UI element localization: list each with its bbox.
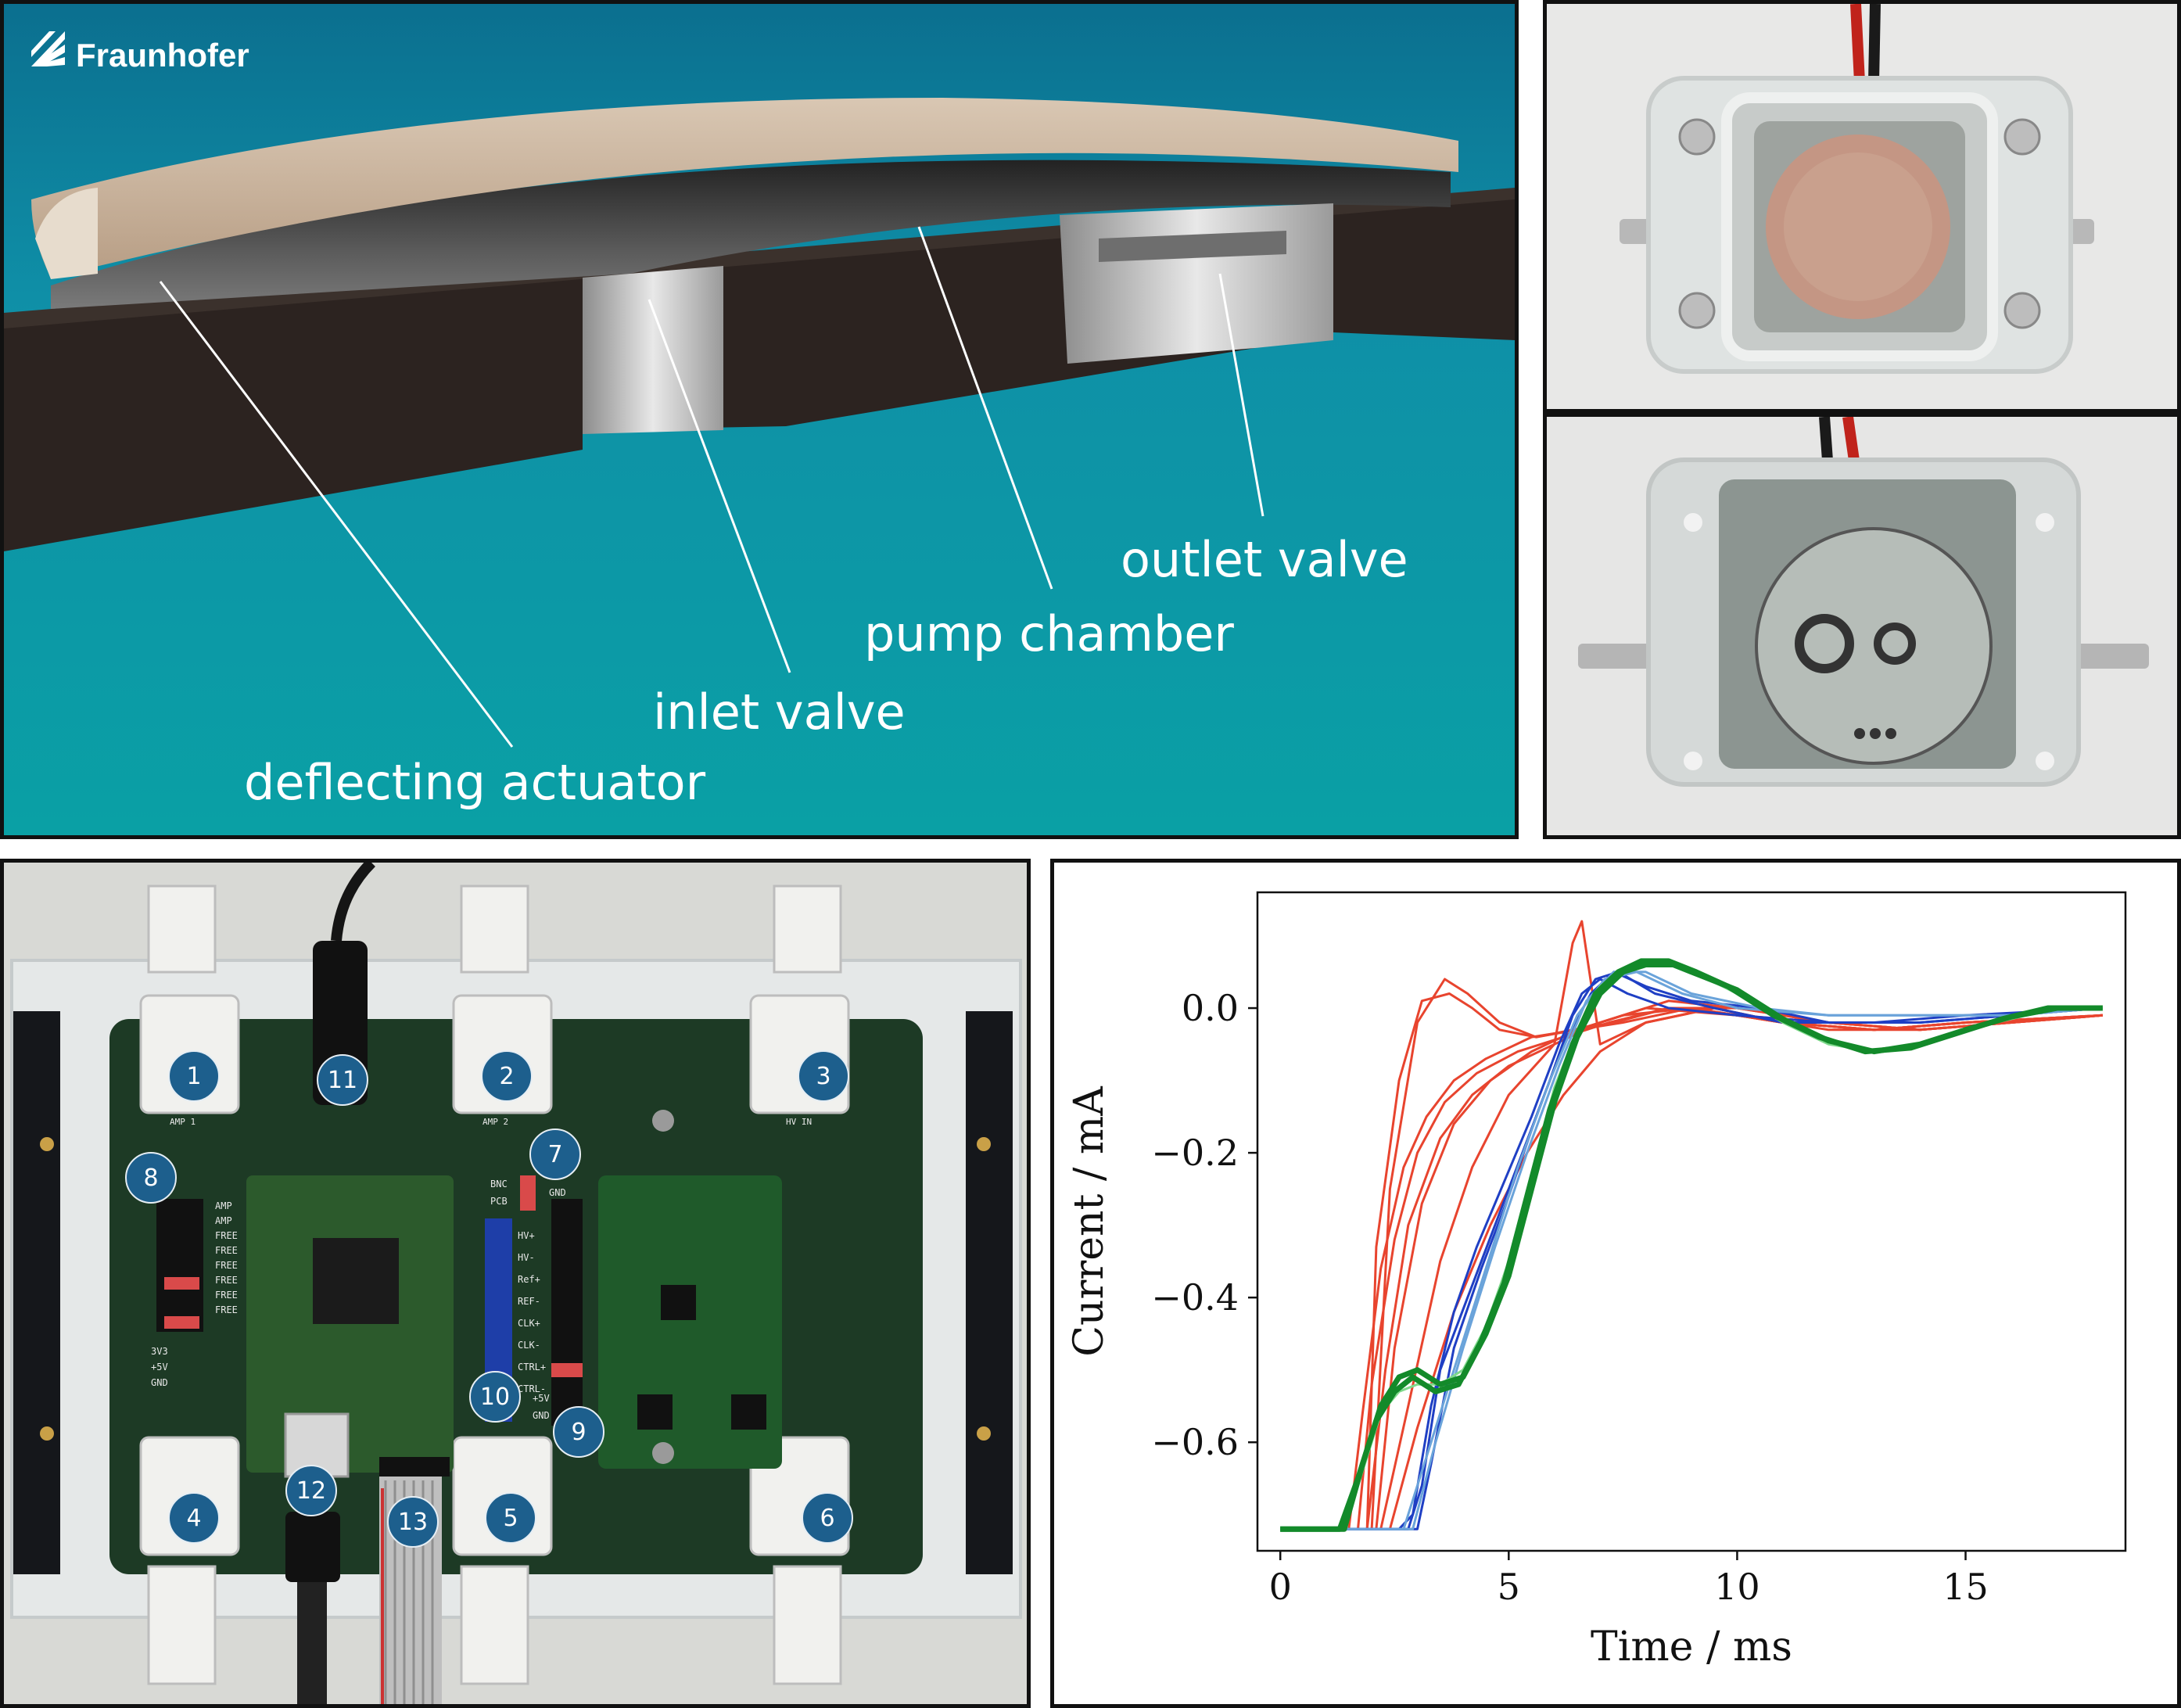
badge-2: 2 — [481, 1050, 533, 1102]
badge-5: 5 — [485, 1492, 536, 1544]
silk-text: +5V — [533, 1393, 550, 1404]
inlet-valve-label: inlet valve — [653, 684, 906, 741]
silk-text: HV+ — [518, 1230, 535, 1241]
tick-layer: 0 5 10 15 0.0 −0.2 −0.4 −0.6 — [1151, 987, 1989, 1608]
silk-right-header: HV+ HV- Ref+ REF- CLK+ CLK- CTRL+ CTRL- — [518, 1225, 546, 1400]
badge-3: 3 — [798, 1050, 849, 1102]
brand-label: Fraunhofer — [76, 37, 249, 74]
series-layer — [1280, 920, 2103, 1532]
silk-text: FREE — [215, 1230, 238, 1241]
current-chart-panel: 0 5 10 15 0.0 −0.2 −0.4 −0.6 Time / ms Current … — [1050, 859, 2181, 1708]
plot-area-frame — [1256, 891, 2127, 1552]
badge-6: 6 — [802, 1492, 853, 1544]
badge-11: 11 — [317, 1054, 368, 1106]
x-tick-label: 5 — [1498, 1566, 1520, 1608]
badge-10: 10 — [469, 1371, 521, 1423]
silk-text: AMP — [215, 1200, 232, 1211]
silk-text: HV- — [518, 1252, 535, 1263]
series-line-blue-9 — [1280, 971, 2103, 1530]
pump-photo-bottom — [1543, 413, 2181, 839]
series-line-red-1 — [1280, 1006, 2103, 1530]
badge-8: 8 — [125, 1152, 177, 1204]
x-axis-label: Time / ms — [1591, 1624, 1792, 1670]
series-line-red-3 — [1280, 1006, 2103, 1530]
pump-photo-top — [1543, 0, 2181, 413]
silk-gnd-top: GND — [549, 1187, 566, 1198]
silk-power-left: 3V3 +5V GND — [151, 1344, 168, 1390]
y-tick-label: −0.4 — [1151, 1276, 1239, 1319]
silk-text: FREE — [215, 1290, 238, 1301]
series-line-lightgreen-13 — [1280, 960, 2103, 1530]
silk-text: FREE — [215, 1275, 238, 1286]
badge-13: 13 — [387, 1496, 439, 1548]
silk-text: CTRL+ — [518, 1362, 547, 1372]
silk-text: FREE — [215, 1260, 238, 1271]
current-vs-time-chart: 0 5 10 15 0.0 −0.2 −0.4 −0.6 Time / ms Current … — [1066, 891, 2127, 1670]
x-tick-label: 10 — [1714, 1566, 1760, 1608]
series-line-red-7 — [1280, 1006, 2103, 1530]
series-line-red-0 — [1280, 999, 2103, 1530]
silk-text: Ref+ — [518, 1274, 540, 1285]
silk-text: CLK+ — [518, 1318, 540, 1329]
silk-text: GND — [533, 1410, 550, 1421]
badge-4: 4 — [168, 1492, 220, 1544]
badge-9: 9 — [553, 1406, 604, 1458]
fraunhofer-logo-icon — [31, 31, 65, 66]
silk-text: CTRL- — [518, 1383, 547, 1394]
silk-text: +5V — [151, 1362, 168, 1372]
series-line-green-15 — [1280, 962, 2103, 1532]
silk-power-right: +5V GND — [533, 1390, 550, 1424]
pump-cross-section-render — [4, 4, 1515, 835]
silk-text: 3V3 — [151, 1346, 168, 1357]
silk-text: PCB — [490, 1196, 508, 1207]
silk-text: CLK- — [518, 1340, 540, 1351]
badge-7: 7 — [529, 1128, 581, 1180]
silk-text: GND — [151, 1377, 168, 1388]
micropump-bottom-photo — [1547, 417, 2177, 835]
pcb-photo — [4, 863, 1027, 1704]
badge-12: 12 — [285, 1465, 337, 1516]
deflecting-actuator-label: deflecting actuator — [244, 754, 706, 811]
micropump-top-photo — [1547, 4, 2177, 409]
silk-amp2: AMP 2 — [482, 1117, 509, 1127]
silk-text: BNC — [490, 1179, 508, 1190]
series-line-red-2 — [1280, 1006, 2103, 1530]
silk-text: AMP — [215, 1215, 232, 1226]
pump-render-panel: Fraunhofer outlet valve pump chamber inl… — [0, 0, 1519, 839]
silk-hv-in: HV IN — [786, 1117, 812, 1127]
x-tick-label: 0 — [1269, 1566, 1292, 1608]
pump-chamber-label: pump chamber — [864, 605, 1234, 662]
y-tick-label: 0.0 — [1182, 987, 1239, 1029]
y-tick-label: −0.2 — [1151, 1132, 1239, 1174]
series-line-green-14 — [1280, 958, 2103, 1532]
silk-jumper: BNC PCB — [490, 1175, 508, 1210]
silk-left-header: AMP AMP FREE FREE FREE FREE FREE FREE — [215, 1199, 238, 1318]
y-axis-label: Current / mA — [1066, 1085, 1113, 1357]
silk-text: FREE — [215, 1245, 238, 1256]
silk-amp1: AMP 1 — [170, 1117, 196, 1127]
outlet-valve-label: outlet valve — [1121, 531, 1408, 588]
silk-text: REF- — [518, 1296, 540, 1307]
badge-1: 1 — [168, 1050, 220, 1102]
silk-text: FREE — [215, 1304, 238, 1315]
y-tick-label: −0.6 — [1151, 1421, 1239, 1463]
x-tick-label: 15 — [1942, 1566, 1989, 1608]
driver-board-photo: AMP AMP FREE FREE FREE FREE FREE FREE HV… — [0, 859, 1031, 1708]
